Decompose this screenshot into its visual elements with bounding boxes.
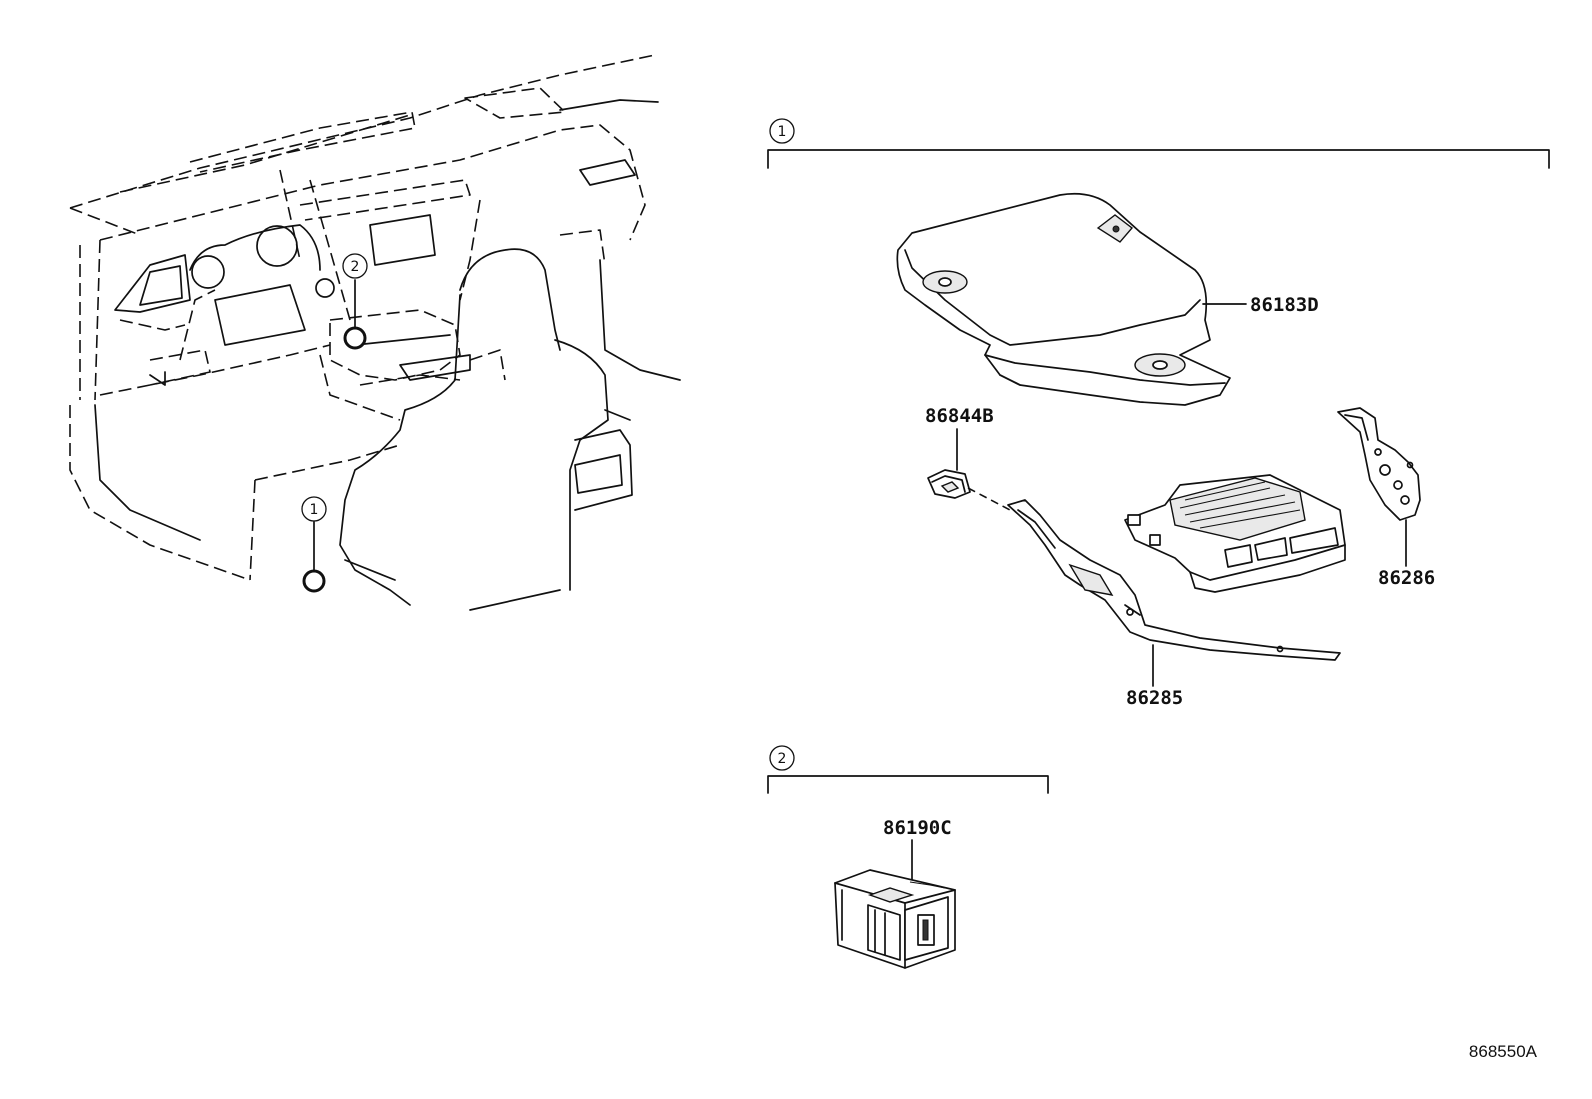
group-2-bracket: 2 — [767, 745, 1049, 794]
bracket-86285-drawing — [1007, 499, 1341, 687]
group-1-bracket: 1 — [767, 118, 1550, 169]
callout-badge-1-number: 1 — [778, 124, 787, 140]
part-label-86286[interactable]: 86286 — [1378, 567, 1435, 589]
clip-86844B-drawing — [927, 428, 1011, 511]
part-label-86183D[interactable]: 86183D — [1250, 294, 1319, 316]
part-label-86844B[interactable]: 86844B — [925, 405, 994, 427]
part-label-86190C[interactable]: 86190C — [883, 817, 952, 839]
usb-socket-86190C-drawing — [834, 839, 956, 969]
diagram-reference-number: 868550A — [1469, 1042, 1538, 1061]
part-label-86285[interactable]: 86285 — [1126, 687, 1183, 709]
callout-badge-1 — [769, 118, 795, 144]
location-marker-2[interactable] — [343, 326, 367, 350]
callout-badge-1-left: 1 — [301, 496, 327, 522]
callout-badge-2-left: 2 — [342, 253, 368, 279]
callout-badge-2 — [769, 745, 795, 771]
vehicle-interior-illustration: 2 1 — [69, 54, 681, 611]
svg-text:1: 1 — [310, 502, 319, 518]
svg-text:2: 2 — [351, 259, 360, 275]
location-marker-1[interactable] — [302, 569, 326, 593]
bracket-86286-drawing — [1337, 407, 1421, 567]
control-module-drawing — [1124, 474, 1346, 593]
callout-badge-2-number: 2 — [778, 751, 787, 767]
cover-86183D-drawing — [896, 192, 1247, 406]
